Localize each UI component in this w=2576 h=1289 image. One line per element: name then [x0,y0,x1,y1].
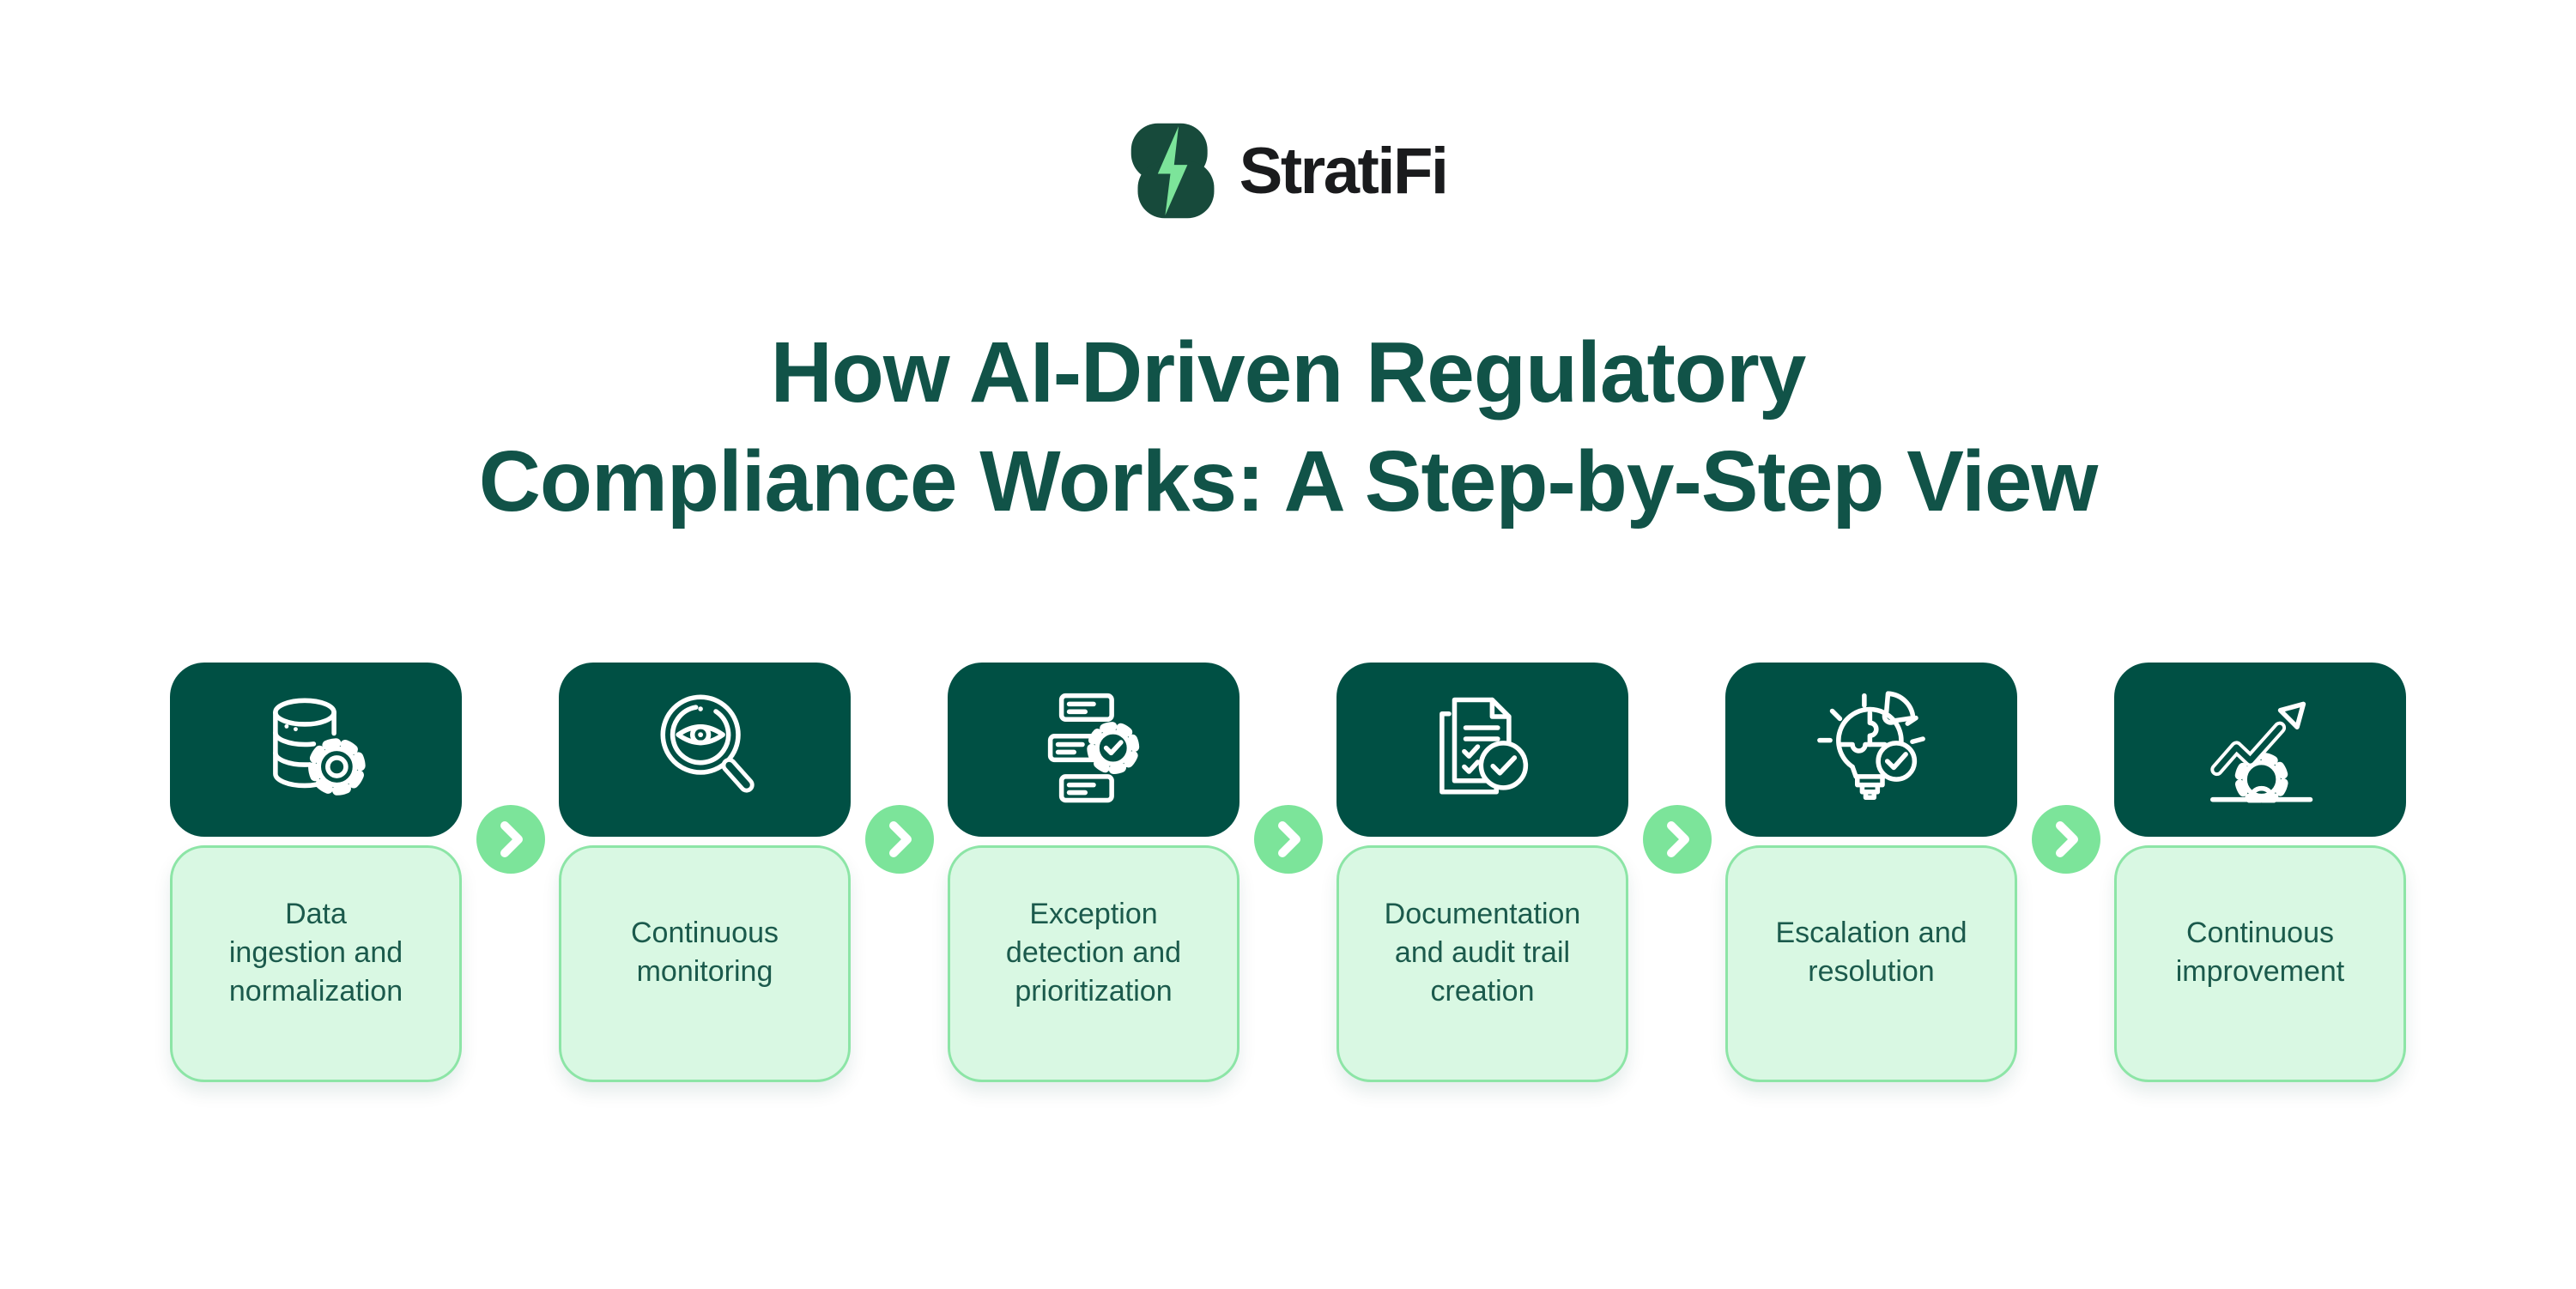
document-check-icon [1440,697,1529,795]
bulb-puzzle-check-icon [1817,690,1925,800]
step-exception-detection: Exception detection and prioritization [948,663,1240,1082]
step-label: Documentation and audit trail creation [1384,897,1581,1008]
step-data-ingestion: Data ingestion and normalization [170,663,462,1082]
flow-connector [1240,663,1336,874]
page-title: How AI-Driven Regulatory Compliance Work… [478,324,2099,530]
next-arrow-icon [2031,805,2100,874]
step-icon-card [170,663,462,837]
step-label-card: Continuous monitoring [559,845,851,1082]
flow-connector [2017,663,2114,874]
stratifi-logo-icon [1130,123,1214,219]
step-continuous-improvement: Continuous improvement [2114,663,2406,1082]
step-icon-card [1336,663,1628,837]
step-label: Escalation and resolution [1775,917,1967,988]
next-arrow-icon [864,805,934,874]
step-label-card: Data ingestion and normalization [170,845,462,1082]
step-continuous-monitoring: Continuous monitoring [559,663,851,1082]
flow-connector [462,663,559,874]
magnifier-eye-icon [660,693,755,793]
step-label-card: Continuous improvement [2114,845,2406,1082]
flow-connector [851,663,948,874]
brand-wordmark: StratiFi [1239,134,1449,208]
next-arrow-icon [1642,805,1712,874]
database-gear-icon [273,698,366,796]
step-documentation-audit: Documentation and audit trail creation [1336,663,1628,1082]
next-arrow-icon [476,805,545,874]
tasks-gear-check-icon [1047,693,1140,802]
step-icon-card [2114,663,2406,837]
process-flow: Data ingestion and normalization [170,663,2406,1082]
step-label: Data ingestion and normalization [228,897,403,1008]
step-icon-card [559,663,851,837]
step-label: Exception detection and prioritization [1005,897,1182,1008]
step-icon-card [1725,663,2017,837]
step-icon-card [948,663,1240,837]
step-label: Continuous improvement [2175,917,2345,988]
brand-logo: StratiFi [0,122,2576,220]
step-label-card: Documentation and audit trail creation [1336,845,1628,1082]
growth-arrow-gear-icon [2209,701,2313,814]
flow-connector [1628,663,1725,874]
step-label-card: Escalation and resolution [1725,845,2017,1082]
step-label-card: Exception detection and prioritization [948,845,1240,1082]
next-arrow-icon [1253,805,1323,874]
step-escalation-resolution: Escalation and resolution [1725,663,2017,1082]
step-label: Continuous monitoring [630,917,779,988]
